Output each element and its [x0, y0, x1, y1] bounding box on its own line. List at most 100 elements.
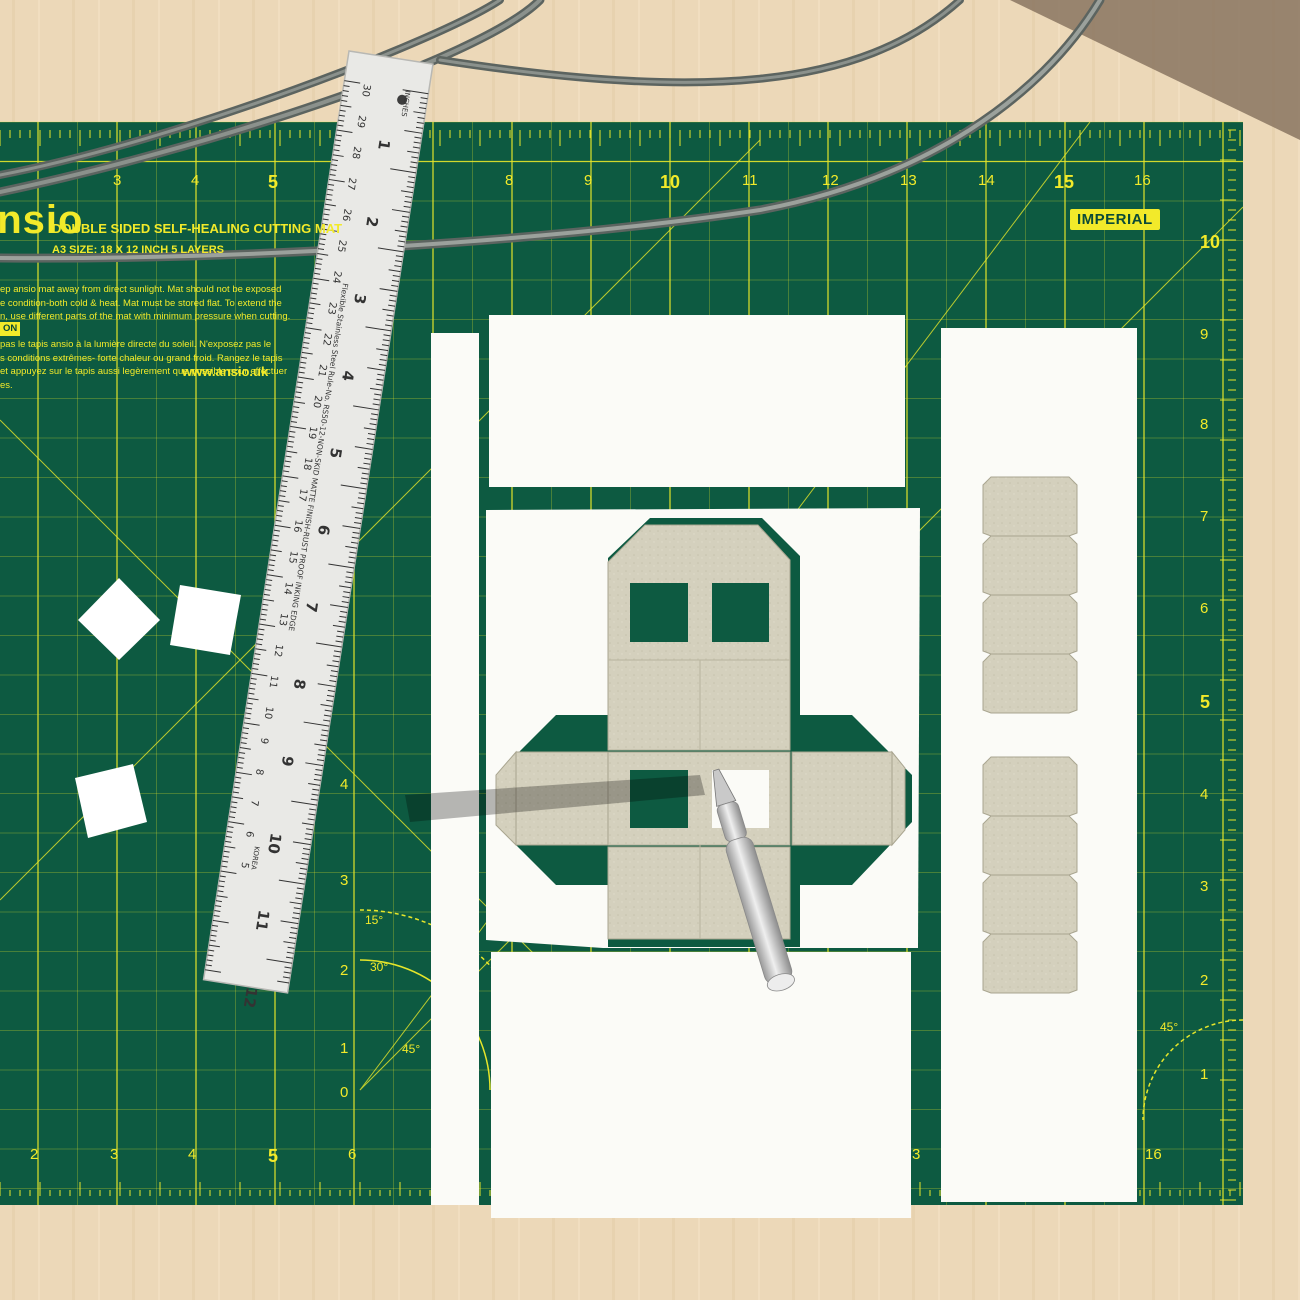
ruler-cm-tick: [257, 633, 264, 636]
net-left-flap[interactable]: [495, 750, 517, 847]
ruler-inch-tick: [298, 877, 306, 880]
ruler-inch-tick: [355, 512, 363, 515]
ruler-cm-tick: [205, 969, 222, 973]
ruler-inch-tick: [357, 497, 365, 500]
ruler-inch-tick: [278, 879, 305, 885]
ruler-cm-tick: [309, 302, 321, 306]
ruler-inch-tick: [357, 466, 370, 470]
ruler-cm-tick: [278, 500, 290, 503]
strip-tile[interactable]: [982, 594, 1078, 655]
ruler-cm-tick: [247, 697, 259, 701]
ruler-cm-tick: [316, 257, 323, 260]
ruler-cm-tick: [336, 129, 353, 134]
ruler-cm-tick: [211, 929, 218, 932]
ruler-cm-tick: [304, 332, 311, 334]
cut-squares[interactable]: [75, 578, 241, 838]
ruler-cm-tick: [276, 509, 284, 512]
ruler-cm-tick: [274, 524, 291, 529]
ruler-cm-tick: [250, 677, 257, 680]
ruler-cm-tick: [210, 934, 217, 937]
ruler-cm-tick: [256, 638, 263, 641]
ruler-inch-tick: [364, 457, 372, 460]
ruler-cm-tick: [341, 99, 348, 102]
house-net-board[interactable]: [495, 524, 906, 940]
ruler-cm-tick: [326, 193, 333, 196]
ruler-cm-tick: [258, 628, 265, 631]
ruler-cm-tick: [285, 455, 292, 458]
ruler-inch-tick: [400, 190, 413, 194]
net-right-wall[interactable]: [791, 751, 893, 846]
ruler-inch-tick: [379, 288, 398, 292]
ruler-cm-tick: [291, 416, 298, 418]
ruler-inch-label: 9: [278, 755, 297, 768]
ruler-inch-tick: [280, 920, 299, 925]
ruler-inch-tick: [314, 773, 322, 776]
ruler-cm-tick: [234, 781, 241, 784]
ruler-inch-tick: [386, 314, 394, 317]
ruler-cm-tick: [295, 391, 302, 394]
strip-tile[interactable]: [982, 874, 1078, 935]
ruler-cm-label: 18: [301, 457, 314, 471]
net-window-top-right: [712, 583, 769, 642]
ruler-inch-tick: [376, 378, 384, 381]
paper-top-panel[interactable]: [489, 315, 905, 487]
ruler-cm-tick: [302, 346, 309, 349]
strip-board-tiles[interactable]: [982, 476, 1078, 994]
strip-tile[interactable]: [982, 653, 1078, 714]
net-window-center-left: [630, 770, 688, 828]
ruler-inch-tick: [328, 563, 355, 569]
ruler-inch-tick: [347, 561, 355, 564]
ruler-cm-tick: [339, 109, 346, 112]
ruler-inch-tick: [417, 116, 425, 119]
ruler-inch-tick: [289, 931, 297, 935]
ruler-cm-tick: [341, 94, 349, 97]
strip-tile[interactable]: [982, 476, 1078, 537]
ruler-inch-tick: [349, 551, 357, 554]
cut-square-1[interactable]: [78, 578, 160, 660]
ruler-inch-tick: [382, 339, 390, 342]
ruler-cm-tick: [288, 435, 295, 438]
ruler-cm-tick: [334, 144, 341, 147]
ruler-inch-tick: [388, 304, 396, 307]
paper-strip-left[interactable]: [431, 333, 479, 1205]
net-right-flap[interactable]: [891, 750, 906, 847]
ruler-cm-tick: [307, 312, 315, 315]
ruler-cm-tick: [215, 900, 222, 903]
ruler-inch-tick: [402, 215, 410, 218]
strip-tile[interactable]: [982, 535, 1078, 596]
strip-tile[interactable]: [982, 815, 1078, 876]
ruler-cm-tick: [298, 371, 305, 374]
ruler-inch-tick: [411, 156, 419, 159]
steel-ruler[interactable]: 1234567891011123029282726252423222120191…: [200, 50, 434, 1013]
ruler-cm-tick: [294, 401, 306, 404]
cable: [0, 0, 1105, 263]
cut-square-2[interactable]: [170, 585, 241, 655]
ruler-inch-label: 11: [252, 909, 273, 932]
ruler-cm-tick: [272, 539, 279, 542]
cut-square-3[interactable]: [75, 764, 147, 838]
strip-tile[interactable]: [982, 756, 1078, 817]
ruler-inch-tick: [299, 867, 307, 870]
ruler-cm-tick: [254, 653, 261, 656]
ruler-inch-tick: [400, 225, 408, 228]
ruler-cm-label: 15: [286, 550, 299, 564]
ruler-cm-tick: [241, 737, 248, 740]
ruler-inch-tick: [361, 477, 369, 480]
ruler-inch-tick: [277, 980, 290, 984]
ruler-inch-tick: [337, 630, 345, 633]
ruler-cm-tick: [255, 648, 267, 651]
ruler-inch-tick: [354, 446, 373, 450]
ruler-inch-tick: [365, 326, 392, 332]
paper-bottom-panel[interactable]: [491, 952, 911, 1218]
ruler-cm-label: 13: [276, 612, 289, 626]
ruler-cm-tick: [233, 786, 240, 789]
ruler-inch-tick: [394, 229, 407, 233]
ruler-cm-tick: [246, 702, 253, 705]
net-windows: [630, 583, 769, 828]
craft-knife[interactable]: [703, 766, 797, 994]
ruler-inch-tick: [419, 102, 427, 105]
strip-tile[interactable]: [982, 933, 1078, 994]
ruler-inch-tick: [367, 433, 376, 436]
ruler-cm-tick: [242, 732, 249, 735]
net-front-wall[interactable]: [607, 659, 791, 751]
